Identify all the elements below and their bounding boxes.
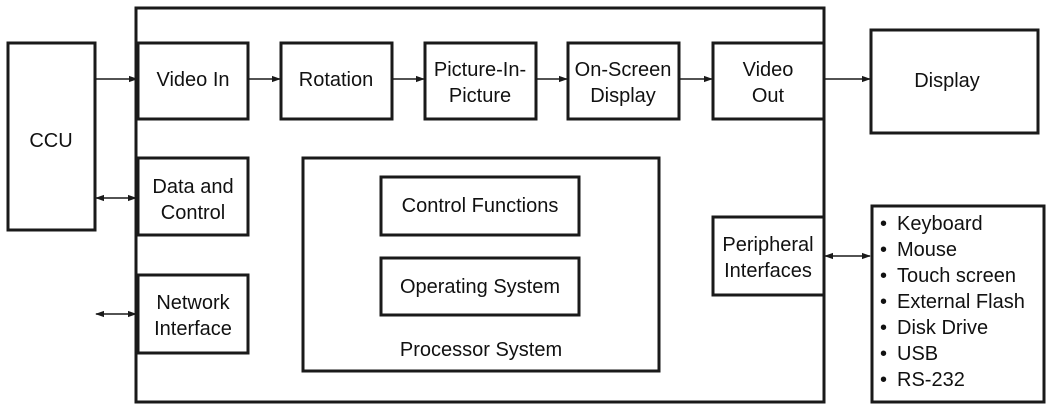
list-bullet: • [880, 317, 887, 339]
ccu-label: CCU [29, 130, 72, 152]
on-screen-display-block: On-Screen Display [566, 41, 681, 121]
display-label: Display [914, 70, 980, 92]
pip-label-line2: Picture [449, 85, 511, 107]
data-control-label-line1: Data and [152, 176, 233, 198]
peripheral-label-line1: Peripheral [722, 234, 813, 256]
rotation-label: Rotation [299, 69, 374, 91]
video-out-block: Video Out [711, 41, 826, 121]
list-bullet: • [880, 343, 887, 365]
video-out-label-line2: Out [752, 85, 785, 107]
video-in-block: Video In [136, 41, 250, 121]
operating-system-label: Operating System [400, 276, 560, 298]
peripheral-interfaces-block: Peripheral Interfaces [711, 215, 826, 297]
list-bullet: • [880, 291, 887, 313]
osd-label-line1: On-Screen [575, 59, 672, 81]
list-item: Disk Drive [897, 317, 988, 339]
operating-system-block: Operating System [379, 256, 581, 317]
list-bullet: • [880, 265, 887, 287]
osd-label-line2: Display [590, 85, 656, 107]
video-in-label: Video In [156, 69, 229, 91]
picture-in-picture-block: Picture-In- Picture [423, 41, 538, 121]
list-item: External Flash [897, 291, 1025, 313]
network-label-line1: Network [156, 292, 230, 314]
network-interface-block: Network Interface [136, 273, 250, 355]
list-item: Mouse [897, 239, 957, 261]
network-label-line2: Interface [154, 318, 232, 340]
list-item: USB [897, 343, 938, 365]
data-control-label-line2: Control [161, 202, 225, 224]
pip-label-line1: Picture-In- [434, 59, 526, 81]
control-functions-label: Control Functions [402, 195, 559, 217]
list-item: Touch screen [897, 265, 1016, 287]
list-bullet: • [880, 369, 887, 391]
display-block: Display [869, 28, 1040, 135]
video-out-label-line1: Video [743, 59, 794, 81]
list-bullet: • [880, 239, 887, 261]
list-bullet: • [880, 213, 887, 235]
control-functions-block: Control Functions [379, 175, 581, 237]
peripheral-items: • Keyboard • Mouse • Touch screen • External Fl… [880, 213, 1025, 391]
processor-system-label: Processor System [400, 339, 562, 361]
peripheral-devices-list: • Keyboard • Mouse • Touch screen • External Fl… [870, 204, 1046, 404]
list-item: RS-232 [897, 369, 965, 391]
ccu-block: CCU [6, 41, 97, 232]
peripheral-label-line2: Interfaces [724, 260, 812, 282]
rotation-block: Rotation [279, 41, 394, 121]
data-and-control-block: Data and Control [136, 156, 250, 237]
list-item: Keyboard [897, 213, 983, 235]
